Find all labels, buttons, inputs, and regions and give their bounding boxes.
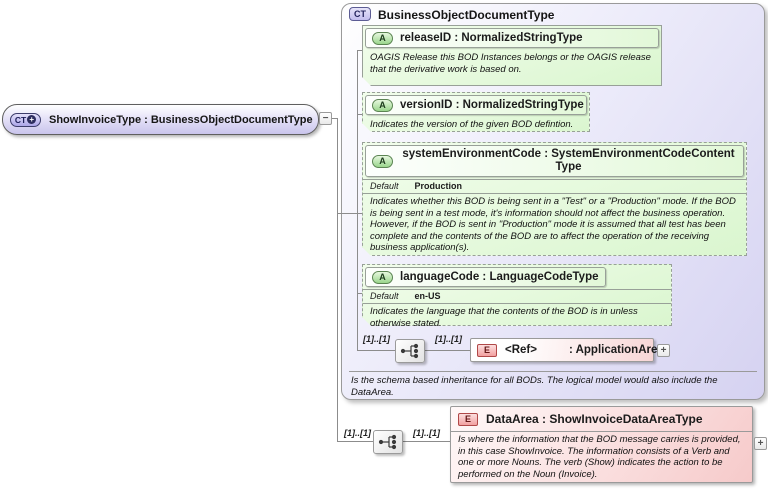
connector-line (338, 213, 362, 214)
attribute-default-row: Default Production (363, 179, 746, 194)
attribute-doc: OAGIS Release this BOD Instances belongs… (370, 52, 651, 75)
attribute-title: systemEnvironmentCode : SystemEnvironmen… (402, 148, 735, 173)
connector-line (358, 114, 363, 115)
default-label: Default (370, 181, 399, 191)
connector-line (332, 118, 338, 119)
element-header-dataarea[interactable]: E DataArea : ShowInvoiceDataAreaType (451, 407, 752, 432)
sequence-glyph (378, 434, 397, 450)
attribute-title: languageCode : LanguageCodeType (400, 271, 599, 283)
attribute-icon-label: A (379, 100, 386, 110)
connector-line (358, 350, 395, 351)
plus-badge-icon: + (27, 115, 37, 124)
attribute-icon-label: A (379, 33, 386, 43)
element-type: : ApplicationArea (569, 344, 664, 356)
cardinality-label: [1]..[1] (413, 428, 440, 438)
expand-button-dataarea[interactable]: + (754, 437, 767, 450)
complex-type-icon-label: CT (354, 9, 366, 19)
connector-line (337, 118, 338, 442)
attribute-title: releaseID : NormalizedStringType (400, 32, 583, 44)
attribute-header-languagecode[interactable]: A languageCode : LanguageCodeType (365, 267, 606, 287)
complex-type-doc: Is the schema based inheritance for all … (349, 371, 757, 398)
attribute-box-systemenvironmentcode[interactable]: A systemEnvironmentCode : SystemEnvironm… (362, 142, 747, 256)
attribute-box-languagecode[interactable]: A languageCode : LanguageCodeType Defaul… (362, 264, 672, 326)
element-title: DataArea : ShowInvoiceDataAreaType (486, 412, 703, 426)
attribute-icon-label: A (379, 156, 386, 166)
attribute-box-releaseid[interactable]: A releaseID : NormalizedStringType OAGIS… (362, 25, 662, 86)
connector-line (357, 50, 358, 351)
element-icon-label: E (464, 414, 471, 424)
element-icon-label: E (483, 345, 490, 355)
attribute-icon: A (372, 271, 393, 284)
connector-line (403, 441, 450, 442)
element-name: <Ref> (505, 344, 537, 356)
attribute-box-versionid[interactable]: A versionID : NormalizedStringType Indic… (362, 92, 590, 132)
connector-line (358, 50, 363, 51)
default-label: Default (370, 291, 399, 301)
cardinality-label: [1]..[1] (363, 334, 390, 344)
attribute-header-releaseid[interactable]: A releaseID : NormalizedStringType (365, 28, 659, 48)
root-type-label: ShowInvoiceType : BusinessObjectDocument… (49, 113, 313, 126)
collapse-button-root[interactable]: − (319, 112, 332, 125)
element-doc: Is where the information that the BOD me… (458, 434, 741, 480)
default-value: en-US (414, 291, 441, 301)
expand-button-applicationarea[interactable]: + (657, 344, 670, 357)
cardinality-label: [1]..[1] (435, 334, 462, 344)
connector-line (338, 441, 373, 442)
element-box-dataarea[interactable]: E DataArea : ShowInvoiceDataAreaType Is … (450, 406, 753, 483)
sequence-icon (395, 339, 425, 363)
element-box-applicationarea-ref[interactable]: E <Ref> : ApplicationArea (470, 338, 664, 362)
sequence-glyph (400, 343, 419, 359)
element-icon: E (458, 412, 478, 426)
complex-type-plus-icon: CT + (10, 112, 41, 127)
attribute-doc: Indicates the version of the given BOD d… (370, 119, 574, 130)
complex-type-icon-label: CT (14, 114, 27, 125)
cardinality-label: [1]..[1] (344, 428, 371, 438)
complex-type-title: BusinessObjectDocumentType (378, 8, 555, 22)
connector-line (425, 350, 470, 351)
attribute-header-versionid[interactable]: A versionID : NormalizedStringType (365, 95, 587, 115)
attribute-icon: A (372, 99, 393, 112)
attribute-icon-label: A (379, 272, 386, 282)
root-type-box-showinvoicetype[interactable]: CT + ShowInvoiceType : BusinessObjectDoc… (2, 104, 319, 135)
sequence-icon (373, 430, 403, 454)
complex-type-icon: CT (349, 7, 371, 21)
attribute-default-row: Default en-US (363, 289, 671, 304)
attribute-doc: Indicates whether this BOD is being sent… (370, 196, 736, 253)
element-icon: E (477, 343, 497, 357)
attribute-title: versionID : NormalizedStringType (400, 99, 584, 111)
attribute-icon: A (372, 155, 393, 168)
attribute-doc: Indicates the language that the contents… (370, 306, 638, 329)
attribute-icon: A (372, 32, 393, 45)
attribute-header-systemenvironmentcode[interactable]: A systemEnvironmentCode : SystemEnvironm… (365, 145, 744, 177)
default-value: Production (414, 181, 463, 191)
connector-line (358, 293, 363, 294)
